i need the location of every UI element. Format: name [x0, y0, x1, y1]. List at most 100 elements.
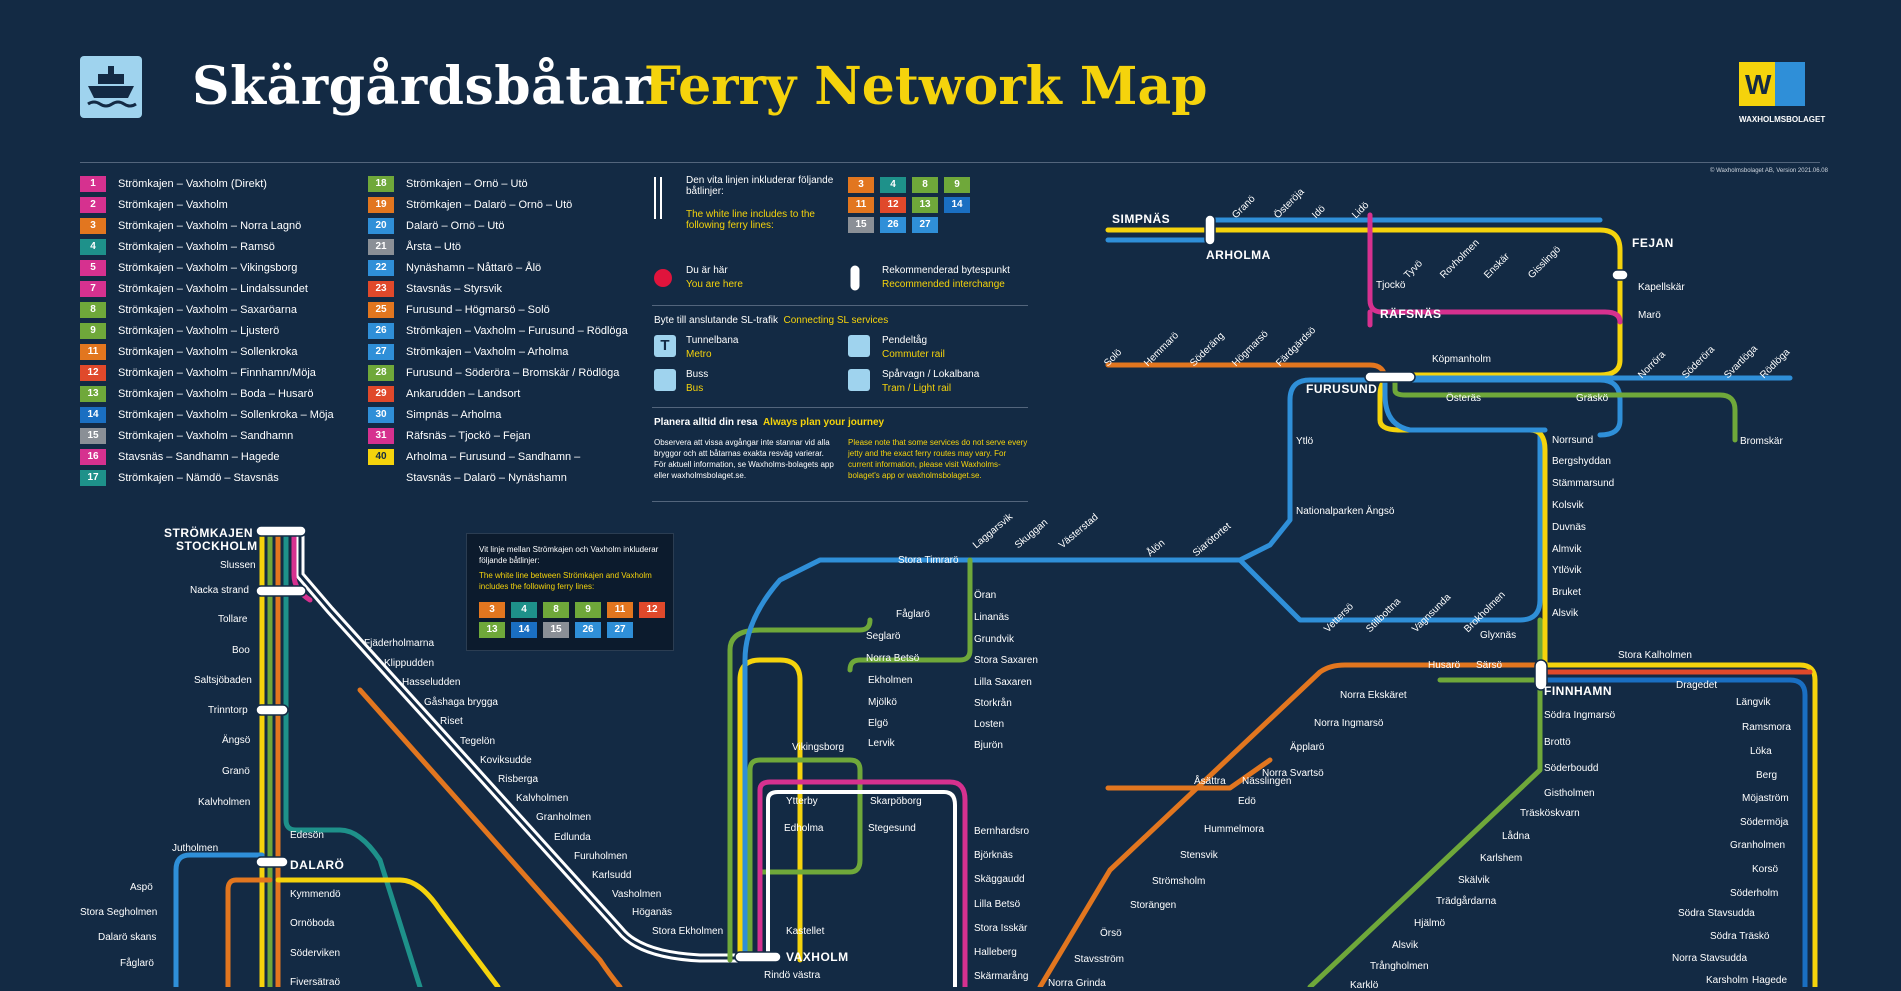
stop-label: Husarö: [1428, 660, 1461, 671]
stop-label: Glyxnäs: [1480, 630, 1517, 641]
line-badge: 21: [368, 239, 394, 255]
line-badge: 15: [80, 428, 106, 444]
legend-label: Strömkajen – Vaxholm: [118, 198, 228, 211]
legend-label: Arholma – Furusund – Sandhamn –: [406, 450, 581, 463]
legend-label: Ankarudden – Landsort: [406, 387, 521, 400]
stop-label: Bjurön: [974, 740, 1003, 751]
line-badge: 26: [575, 622, 601, 638]
stop-label: Möjaström: [1742, 793, 1789, 804]
line-badge: 19: [368, 197, 394, 213]
line-badge: 27: [368, 344, 394, 360]
stop-label: Lilla Betsö: [974, 899, 1021, 910]
stop-label: Koviksudde: [480, 755, 532, 766]
stop-label: Korsö: [1752, 864, 1779, 875]
stop-label: Tjockö: [1376, 280, 1406, 291]
stop-label: Dragedet: [1676, 680, 1718, 691]
line-badge: 14: [944, 197, 970, 213]
stop-label: Karklö: [1350, 980, 1379, 991]
interchange-dalaro: [255, 856, 289, 868]
line-7-pink: [757, 779, 968, 987]
stop-label: Skälvik: [1458, 875, 1490, 886]
stop-label: Strömsholm: [1152, 876, 1206, 887]
legend-label: Strömkajen – Vaxholm – Saxaröarna: [118, 303, 297, 316]
line-badge: 27: [912, 217, 938, 233]
stop-label: Åsättra: [1194, 776, 1226, 787]
line-badge: 26: [368, 323, 394, 339]
stop-label: Björknäs: [974, 850, 1013, 861]
line-badge: 15: [543, 622, 569, 638]
stop-label: Södra Ingmarsö: [1544, 710, 1616, 721]
stop-label: Träsköskvarn: [1520, 808, 1580, 819]
rail-sv: Pendeltåg: [882, 335, 928, 346]
stop-label: Kastellet: [786, 926, 825, 937]
legend-label: Strömkajen – Vaxholm – Ramsö: [118, 240, 275, 253]
stop-label: Ramsmora: [1742, 722, 1791, 733]
legend-label: Strömkajen – Vaxholm – Vikingsborg: [118, 261, 298, 274]
legend-label: Stavsnäs – Styrsvik: [406, 282, 502, 295]
stop-label: Stora Segholmen: [80, 907, 158, 918]
stop-label: Brottö: [1544, 737, 1571, 748]
legend-label: Strömkajen – Vaxholm – Norra Lagnö: [118, 219, 302, 232]
plan-en: Always plan your journey: [762, 417, 885, 428]
line-badge: 25: [368, 302, 394, 318]
info-divider: [652, 305, 1028, 306]
legend-label: Strömkajen – Vaxholm – Sollenkroka – Möj…: [118, 408, 334, 421]
interchange-furusund: [1364, 371, 1416, 383]
line-badge: 12: [80, 365, 106, 381]
stop-label: Norra Svartsö: [1262, 768, 1324, 779]
line-badge: 5: [80, 260, 106, 276]
legend-label: Strömkajen – Nämdö – Stavsnäs: [118, 471, 279, 484]
stop-label: Österäs: [1446, 393, 1482, 404]
stop-label: Stensvik: [1180, 850, 1218, 861]
inset-note-sv: Vit linje mellan Strömkajen och Vaxholm …: [479, 545, 659, 565]
stop-label: Söderboudd: [1544, 763, 1599, 774]
interchange-stromkajen: [255, 525, 307, 537]
line-badge: 23: [368, 281, 394, 297]
you-are-here-sv: Du är här: [686, 265, 728, 276]
stop-label: Hummelmora: [1204, 824, 1265, 835]
stop-label: Bromskär: [1740, 436, 1783, 447]
line-12-orange-short: [1105, 757, 1273, 791]
stop-label: Jutholmen: [172, 843, 219, 854]
stop-label: Rindö västra: [764, 970, 821, 981]
stop-label: Kapellskär: [1638, 282, 1685, 293]
stop-label: Norra Ingmarsö: [1314, 718, 1384, 729]
stop-label: Särsö: [1476, 660, 1503, 671]
stop-label: Stora Saxaren: [974, 655, 1038, 666]
stop-label: Norra Grinda: [1048, 978, 1106, 989]
legend-label: Strömkajen – Vaxholm – Arholma: [406, 345, 569, 358]
stop-label: Hjälmö: [1414, 918, 1446, 929]
line-badge: 7: [80, 281, 106, 297]
line-badge: 13: [479, 622, 505, 638]
copyright: © Waxholmsbolaget AB, Version 2021.06.08: [1710, 168, 1828, 174]
inset-note: Vit linje mellan Strömkajen och Vaxholm …: [466, 533, 674, 651]
stop-label: Elgö: [868, 718, 889, 729]
stop-label: Stora Kalholmen: [1618, 650, 1692, 661]
line-badge: 14: [511, 622, 537, 638]
line-badge: 3: [848, 177, 874, 193]
legend-label: Stavsnäs – Sandhamn – Hagede: [118, 450, 280, 463]
line-badge: 11: [80, 344, 106, 360]
stop-label: Löka: [1750, 746, 1772, 757]
info-divider-2: [652, 407, 1028, 408]
legend-row: 5 Strömkajen – Vaxholm – Vikingsborg: [80, 259, 297, 277]
tram-sv: Spårvagn / Lokalbana: [882, 369, 980, 380]
stop-label: Edö: [1238, 796, 1256, 807]
stop-label: Norrsund: [1552, 435, 1594, 446]
stop-label: Stora Timrarö: [898, 555, 959, 566]
stop-label: Edesön: [290, 830, 324, 841]
line-badge: 13: [912, 197, 938, 213]
line-badge: 9: [80, 323, 106, 339]
stop-label: Granholmen: [1730, 840, 1786, 851]
line-26-blue: [742, 377, 1623, 963]
interchange-fejan: [1611, 269, 1629, 281]
plan-title: Planera alltid din resa Always plan your…: [654, 417, 884, 428]
